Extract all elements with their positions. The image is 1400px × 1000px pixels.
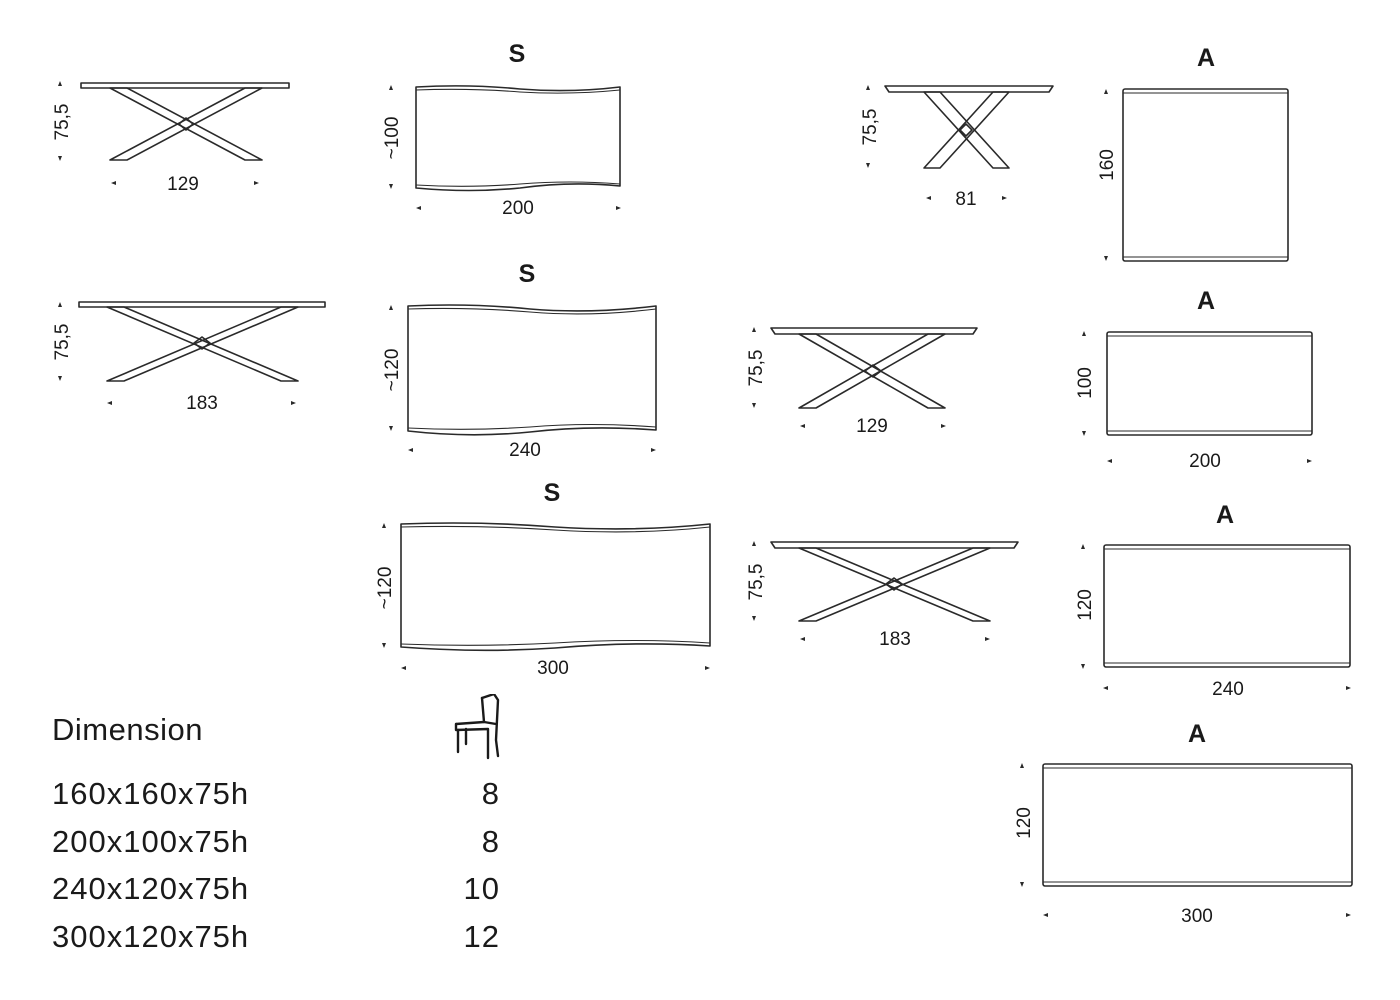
width-label: 183 — [879, 629, 911, 650]
dimension-title: Dimension — [52, 712, 203, 747]
length-label: 300 — [537, 658, 569, 679]
side-view-a3: 75,5 183 — [746, 541, 1019, 650]
variant-label-a: A — [1197, 287, 1215, 315]
top-view-s2: S ~120 240 — [382, 260, 657, 461]
variant-label-s: S — [519, 260, 536, 288]
top-view-a2: A 100 200 — [1075, 287, 1313, 472]
width-label: 81 — [955, 189, 976, 210]
length-label: 240 — [509, 440, 541, 461]
table-row: 200x100x75h 8 — [52, 824, 512, 872]
seats-value: 10 — [463, 871, 500, 906]
variant-label-a: A — [1197, 44, 1215, 72]
side-view-a2: 75,5 129 — [746, 327, 978, 437]
length-label: 240 — [1212, 679, 1244, 700]
width-label: 129 — [167, 174, 199, 195]
depth-label: ~120 — [382, 349, 403, 392]
chair-icon — [454, 694, 500, 760]
depth-label: 160 — [1097, 149, 1118, 181]
height-label: 75,5 — [746, 350, 767, 387]
depth-label: 120 — [1075, 589, 1096, 621]
width-label: 183 — [186, 393, 218, 414]
length-label: 300 — [1181, 906, 1213, 927]
width-label: 129 — [856, 416, 888, 437]
side-view-s1: 75,5 129 — [52, 81, 290, 195]
depth-label: 120 — [1014, 807, 1035, 839]
table-row: 160x160x75h 8 — [52, 776, 512, 824]
length-label: 200 — [502, 198, 534, 219]
height-label: 75,5 — [52, 324, 73, 361]
variant-label-s: S — [544, 479, 561, 507]
depth-label: ~100 — [382, 117, 403, 160]
depth-label: ~120 — [375, 567, 396, 610]
side-view-a1: 75,5 81 — [860, 85, 1054, 210]
variant-label-s: S — [509, 40, 526, 68]
top-view-s1: S ~100 200 — [382, 40, 621, 219]
variant-label-a: A — [1188, 720, 1206, 748]
height-label: 75,5 — [860, 109, 881, 146]
height-label: 75,5 — [52, 104, 73, 141]
length-label: 200 — [1189, 451, 1221, 472]
top-view-s3: S ~120 300 — [375, 479, 711, 679]
top-view-a1: A 160 — [1097, 44, 1289, 262]
dimension-value: 240x120x75h — [52, 871, 250, 906]
top-view-a3: A 120 240 — [1075, 501, 1351, 700]
dimension-value: 160x160x75h — [52, 776, 250, 811]
side-view-s2: 75,5 183 — [52, 301, 326, 414]
dimension-rows: 160x160x75h 8 200x100x75h 8 240x120x75h … — [52, 776, 512, 966]
variant-label-a: A — [1216, 501, 1234, 529]
height-label: 75,5 — [746, 564, 767, 601]
dimension-value: 300x120x75h — [52, 918, 250, 954]
seats-value: 8 — [481, 823, 500, 859]
table-row: 300x120x75h 12 — [52, 919, 512, 967]
seats-value: 8 — [481, 776, 500, 811]
depth-label: 100 — [1075, 367, 1096, 399]
table-row: 240x120x75h 10 — [52, 871, 512, 919]
seats-value: 12 — [463, 918, 500, 954]
dimension-value: 200x100x75h — [52, 823, 250, 859]
top-view-a4: A 120 300 — [1014, 720, 1353, 927]
